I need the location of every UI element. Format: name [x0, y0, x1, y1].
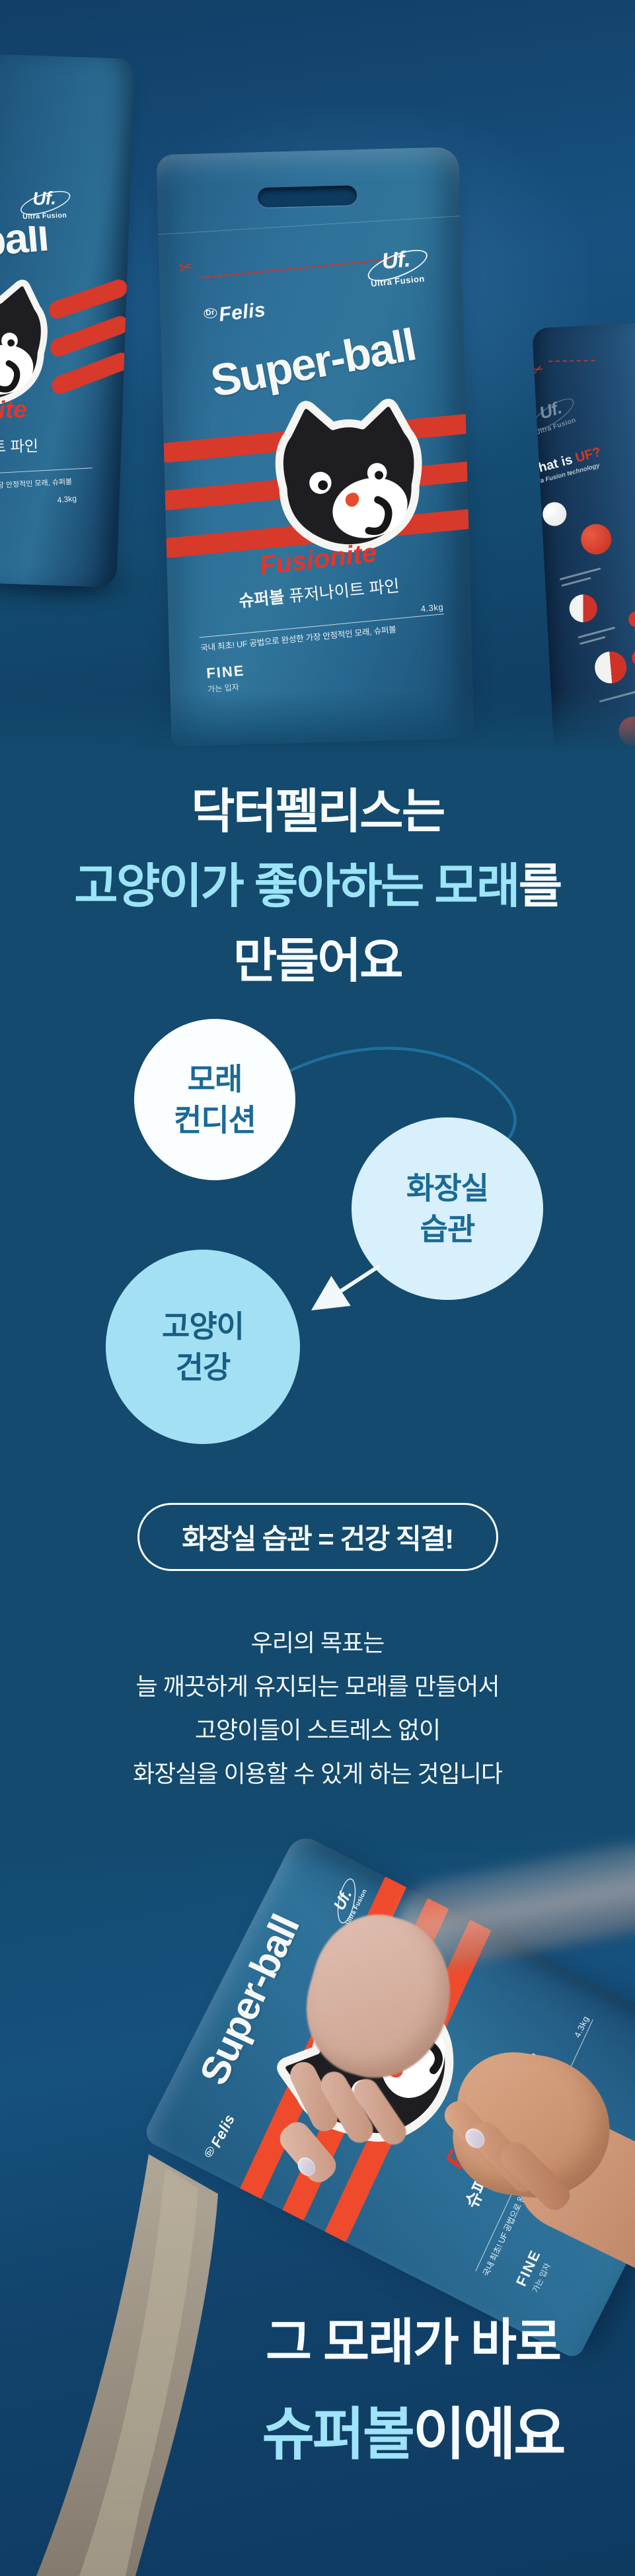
intro-line-2-tail: 를	[518, 860, 562, 913]
uf-logo-text: Uf.	[381, 246, 411, 274]
label-divider	[0, 467, 93, 475]
bag-shadow	[152, 706, 509, 755]
mission-paragraph: 우리의 목표는 늘 깨끗하게 유지되는 모래를 만들어서 고양이들이 스트레스 …	[0, 1621, 635, 1796]
label-bar	[579, 636, 606, 645]
node-label: 모래	[187, 1062, 243, 1096]
arrow-icon	[311, 1265, 380, 1310]
weight-label: 4.3kg	[56, 493, 77, 505]
tagline-text: 국내 최초! UF 공법으로 완성한 가장 안정적인 모래, 슈퍼볼	[0, 477, 73, 494]
connector-curve	[287, 1047, 517, 1147]
badge-label: 화장실 습관 = 건강 직결!	[182, 1523, 454, 1554]
back-panel: ✂ Uf. Ultra Fusion What is UF? Ultra Fus…	[532, 323, 635, 764]
red-ball-graphic	[578, 520, 615, 558]
node-label: 습관	[420, 1212, 476, 1246]
grade-block: FINE 가는 입자	[205, 662, 246, 694]
intro-line-2: 고양이가 좋아하는 모래를	[0, 850, 635, 924]
bag-handle-cutout	[257, 185, 357, 208]
variant-name-partial: Fusionite	[0, 397, 101, 436]
bag-seam	[158, 216, 461, 235]
intro-line-2-highlight: 고양이가 좋아하는 모래	[74, 860, 520, 913]
node-label: 화장실	[406, 1171, 489, 1205]
back-panel-title: What is UF? Ultra Fusion technology	[532, 445, 605, 488]
grade-sublabel: 가는 입자	[207, 682, 240, 694]
sand-stream	[36, 2154, 218, 2576]
node-label: 고양이	[162, 1309, 244, 1344]
red-ball-graphic	[615, 713, 635, 749]
closing-headline: 그 모래가 바로 슈퍼볼이에요	[192, 2313, 634, 2470]
mission-line: 늘 깨끗하게 유지되는 모래를 만들어서	[135, 1673, 500, 1700]
brand-name: Felis	[217, 298, 267, 326]
variant-name-text: Fusionite	[0, 397, 28, 426]
scissors-icon: ✂	[532, 360, 546, 379]
mission-line: 고양이들이 스트레스 없이	[194, 1716, 441, 1744]
uf-logo-icon: Uf. Ultra Fusion	[17, 186, 73, 221]
label-bar	[599, 690, 635, 703]
korean-name-text: 퓨저나이트 파인	[0, 437, 39, 457]
closing-line-1: 그 모래가 바로	[266, 2315, 562, 2371]
closing-tail: 이에요	[413, 2403, 566, 2467]
uf-logo-text: Uf.	[32, 188, 56, 210]
cat-face-illustration	[0, 277, 48, 406]
concept-diagram: 모래 컨디션 화장실 습관 고양이 건강	[0, 1015, 635, 1478]
litter-bag-right: ✂ Uf. Ultra Fusion What is UF? Ultra Fus…	[532, 323, 635, 764]
node-label: 컨디션	[174, 1103, 256, 1137]
label-bar	[559, 567, 601, 581]
brand-prefix: Dr	[203, 2145, 216, 2159]
closing-line-2: 슈퍼볼이에요	[192, 2388, 634, 2470]
white-ball-graphic	[540, 499, 570, 529]
half-ball-graphic	[566, 591, 601, 625]
tagline-partial: 국내 최초! UF 공법으로 완성한 가장 안정적인 모래, 슈퍼볼	[0, 474, 93, 494]
intro-headline: 닥터펠리스는 고양이가 좋아하는 모래를 만들어요	[0, 775, 635, 999]
node-label: 건강	[175, 1350, 231, 1385]
diagram-node-toilet-habit: 화장실 습관	[352, 1117, 543, 1300]
grade-block: FINE 가는 입자	[513, 2247, 556, 2294]
uf-logo-icon: Uf. Ultra Fusion	[358, 243, 434, 290]
intro-line-3: 만들어요	[233, 935, 403, 988]
equation-badge: 화장실 습관 = 건강 직결!	[137, 1503, 498, 1571]
korean-name-bold: 슈퍼볼	[238, 588, 285, 611]
tear-line	[548, 360, 595, 362]
korean-name-rest: 퓨저나이트 파인	[287, 577, 400, 606]
mission-line: 우리의 목표는	[250, 1629, 385, 1656]
diagram-node-cat-health: 고양이 건강	[106, 1250, 300, 1444]
cat-face-illustration	[275, 399, 422, 553]
grade-label: FINE	[205, 662, 246, 682]
mission-line: 화장실을 이용할 수 있게 하는 것입니다	[133, 1760, 503, 1787]
diagram-node-sand-condition: 모래 컨디션	[134, 1019, 295, 1180]
brand-prefix: Dr	[203, 307, 217, 319]
korean-name-partial: 퓨저나이트 파인	[0, 434, 96, 462]
hero-product-photo: Uf. Ultra Fusion Super-ball Fusionite	[0, 0, 635, 764]
uf-logo-icon: Uf. Ultra Fusion	[532, 393, 578, 436]
litter-bag-left: Uf. Ultra Fusion Super-ball Fusionite	[0, 54, 135, 588]
label-bar	[578, 626, 616, 639]
half-ball-graphic	[591, 648, 630, 687]
intro-line-1: 닥터펠리스는	[191, 785, 445, 838]
closing-highlight: 슈퍼볼	[262, 2403, 415, 2467]
scissors-icon: ✂	[176, 256, 196, 278]
bag-shadow	[503, 741, 635, 764]
